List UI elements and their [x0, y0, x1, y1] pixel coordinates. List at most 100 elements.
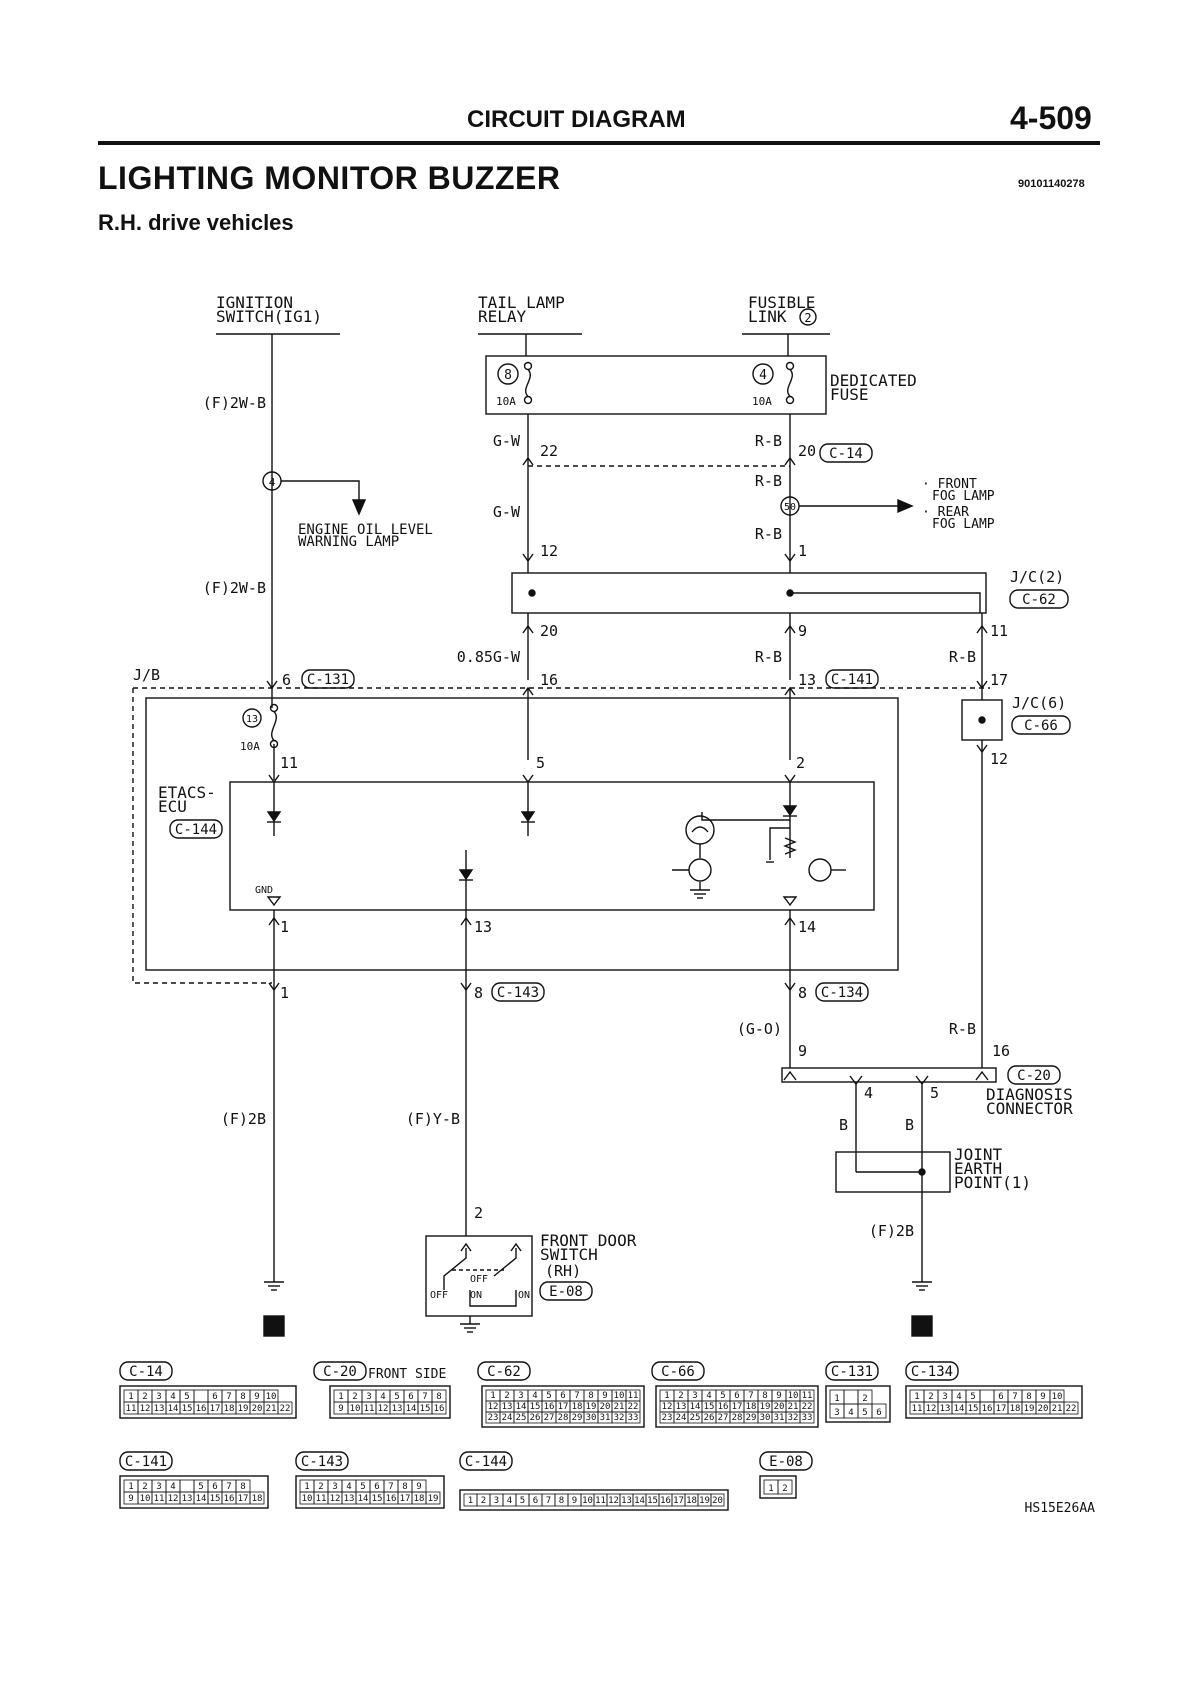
conn-c141-pin-label: 10: [140, 1494, 151, 1504]
conn-c131-label-box: C-131: [831, 1364, 873, 1380]
conn-c143-pin-label: 19: [428, 1494, 439, 1504]
switch-on-label-1: ON: [470, 1290, 482, 1301]
connector-e08-label-frame: [539, 1281, 593, 1301]
conn-c20-frame: [329, 1385, 451, 1419]
figure-code: HS15E26AA: [1025, 1501, 1096, 1516]
conn-c66-pin-label: 10: [788, 1391, 799, 1401]
conn-c62-pin-label: 25: [516, 1413, 527, 1423]
conn-c14-cell: [277, 1401, 293, 1415]
jc6-dot: [978, 716, 986, 724]
jc2-connector-frame: [1009, 589, 1069, 609]
pin-22: 22: [540, 442, 558, 460]
conn-e08-pin-label: 1: [768, 1484, 773, 1494]
node-50-number: 50: [784, 502, 796, 513]
conn-c20-pin-label: 13: [392, 1404, 403, 1414]
conn-c134-pin-label: 9: [1040, 1392, 1045, 1402]
dedicated-fuse-box: [485, 355, 827, 415]
conn-c144-pin-label: 15: [647, 1496, 658, 1506]
conn-c134-label-box-frame: [905, 1361, 959, 1381]
pin-5-arrow: [522, 774, 534, 784]
wire-label-085gw: 0.85G-W: [457, 648, 521, 666]
conn-c131-label-box-frame: [825, 1361, 879, 1381]
conn-c66-pin-label: 25: [690, 1413, 701, 1423]
page-title: LIGHTING MONITOR BUZZER: [98, 160, 561, 196]
conn-c66-pin-label: 7: [748, 1391, 753, 1401]
pin-22-arrow: [522, 456, 534, 466]
wire-label-gw-1: G-W: [493, 432, 521, 450]
jb-label: J/B: [133, 666, 160, 684]
conn-c14-pin-label: 7: [226, 1392, 231, 1402]
front-door-label-2: SWITCH: [540, 1245, 598, 1264]
connector-c143: C-143: [497, 985, 539, 1001]
conn-c141-pin-label: 5: [198, 1482, 203, 1492]
conn-c62-pin-label: 19: [586, 1402, 597, 1412]
fuse-4-number: 4: [759, 368, 767, 383]
conn-c141-pin-label: 13: [182, 1494, 193, 1504]
conn-c141-pin-label: 6: [212, 1482, 217, 1492]
switch-on-label-2: ON: [518, 1290, 530, 1301]
pin-14-arrow: [784, 916, 796, 926]
conn-c141-pin-label: 7: [226, 1482, 231, 1492]
fog-lamp-label-1: · FRONT: [922, 477, 977, 492]
conn-c141-label-box-frame: [119, 1451, 173, 1471]
fuse-8-rating: 10A: [496, 395, 516, 408]
conn-c141-pin-label: 11: [154, 1494, 165, 1504]
conn-c14-cell: [193, 1389, 209, 1403]
conn-c66-pin-label: 19: [760, 1402, 771, 1412]
diagnosis-connector-bar: [781, 1067, 997, 1083]
conn-c62-pin-label: 30: [586, 1413, 597, 1423]
fusible-link-label-1: FUSIBLE: [748, 293, 815, 312]
diag-pin-16: [975, 1070, 989, 1081]
etacs-connector: C-144: [175, 822, 217, 838]
conn-c66-pin-label: 17: [732, 1402, 743, 1412]
conn-c14-pin-label: 15: [182, 1404, 193, 1414]
conn-c141-cell: [249, 1491, 265, 1505]
wire-label-2wb-1: (F)2W-B: [203, 394, 266, 412]
conn-c66-pin-label: 32: [788, 1413, 799, 1423]
jc2-box: [511, 572, 987, 614]
conn-c66-frame: [655, 1385, 819, 1428]
fog-lamp-label-3: · REAR: [922, 505, 969, 520]
conn-c62-pin-label: 5: [546, 1391, 551, 1401]
conn-c144-pin-label: 8: [559, 1496, 564, 1506]
conn-c20-pin-label: 11: [364, 1404, 375, 1414]
conn-c141-pin-label: 12: [168, 1494, 179, 1504]
conn-c66-pin-label: 20: [774, 1402, 785, 1412]
conn-c20-pin-label: 1: [338, 1392, 343, 1402]
fog-lamp-label-4: FOG LAMP: [932, 517, 995, 532]
tail-lamp-relay-label-2: RELAY: [478, 307, 527, 326]
pin-20-c14: 20: [798, 442, 816, 460]
section-title: CIRCUIT DIAGRAM: [467, 106, 686, 133]
conn-c144-pin-label: 18: [686, 1496, 697, 1506]
conn-c144-pin-label: 9: [572, 1496, 577, 1506]
conn-c66-label-box-frame: [651, 1361, 705, 1381]
etacs-resistor: [783, 820, 797, 858]
conn-c62-pin-label: 27: [544, 1413, 555, 1423]
dedicated-fuse-label-2: FUSE: [830, 385, 869, 404]
fuse-13-circle: [242, 708, 262, 728]
wire-label-b-2: B: [905, 1116, 914, 1134]
fuse-4-element: [787, 369, 793, 397]
conn-c14-pin-label: 3: [156, 1392, 161, 1402]
conn-c20-pin-label: 5: [394, 1392, 399, 1402]
conn-c134-pin-label: 2: [928, 1392, 933, 1402]
conn-c143-pin-label: 17: [400, 1494, 411, 1504]
pin-9-jc2: 9: [798, 622, 807, 640]
conn-c14-pin-label: 10: [266, 1392, 277, 1402]
conn-c62-pin-label: 23: [488, 1413, 499, 1423]
conn-c62-pin-label: 4: [532, 1391, 537, 1401]
conn-c66-pin-label: 16: [718, 1402, 729, 1412]
conn-c143-pin-label: 8: [402, 1482, 407, 1492]
pin-12-arrow: [522, 553, 534, 563]
conn-c134-pin-label: 6: [998, 1392, 1003, 1402]
conn-c141-pin-label: 2: [142, 1482, 147, 1492]
wire-label-b-1: B: [839, 1116, 848, 1134]
pin-20-arrow: [784, 456, 796, 466]
pin-2-door-arrow: [460, 1242, 472, 1252]
front-side-label: FRONT SIDE: [368, 1367, 446, 1382]
conn-c144-pin-label: 13: [621, 1496, 632, 1506]
conn-c141-pin-label: 3: [156, 1482, 161, 1492]
conn-c143-pin-label: 18: [414, 1494, 425, 1504]
conn-c66-pin-label: 24: [676, 1413, 687, 1423]
